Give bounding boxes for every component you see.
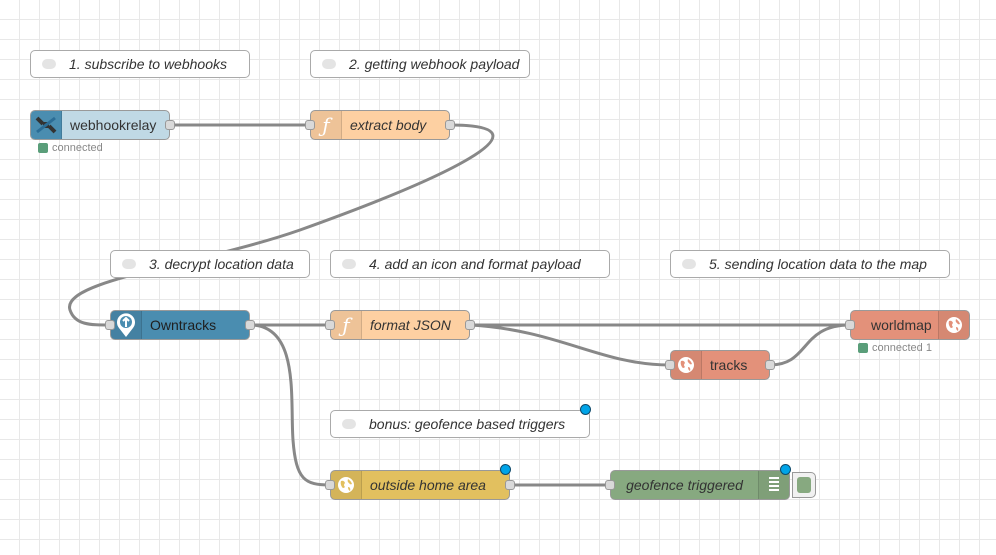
- comment-label: bonus: geofence based triggers: [369, 416, 566, 432]
- output-port[interactable]: [445, 120, 455, 130]
- node-label: geofence triggered: [626, 477, 743, 493]
- node-label: extract body: [350, 117, 427, 133]
- comment-bonus-geofence[interactable]: bonus: geofence based triggers: [330, 410, 590, 438]
- node-geofence-triggered[interactable]: geofence triggered: [605, 470, 790, 500]
- output-port[interactable]: [505, 480, 515, 490]
- input-port[interactable]: [305, 120, 315, 130]
- debug-list-icon: [758, 471, 789, 499]
- debug-toggle-button[interactable]: [792, 472, 816, 498]
- comment-icon: [331, 419, 367, 429]
- node-outside-home-area[interactable]: outside home area: [325, 470, 515, 500]
- status-dot: [858, 343, 868, 353]
- changed-indicator: [500, 464, 511, 475]
- wire-format-json-tracks[interactable]: [469, 323, 671, 367]
- comment-label: 5. sending location data to the map: [709, 256, 927, 272]
- node-label: format JSON: [370, 317, 451, 333]
- changed-indicator: [780, 464, 791, 475]
- comment-icon: [331, 259, 367, 269]
- wire-extract-body-owntracks[interactable]: [68, 123, 495, 327]
- comment-subscribe-webhooks[interactable]: 1. subscribe to webhooks: [30, 50, 250, 78]
- node-format-json[interactable]: ƒ format JSON: [325, 310, 475, 340]
- node-label: Owntracks: [150, 317, 217, 333]
- function-icon: ƒ: [331, 311, 362, 339]
- input-port[interactable]: [665, 360, 675, 370]
- wire-owntracks-outside-home[interactable]: [249, 323, 331, 487]
- globe-icon: [331, 471, 362, 499]
- comment-label: 1. subscribe to webhooks: [69, 56, 227, 72]
- globe-icon: [671, 351, 702, 379]
- input-port[interactable]: [845, 320, 855, 330]
- status-dot: [38, 143, 48, 153]
- comment-icon: [671, 259, 707, 269]
- debug-toggle-indicator: [797, 477, 811, 493]
- wire-tracks-worldmap[interactable]: [769, 323, 851, 367]
- status-webhookrelay: connected: [38, 142, 103, 154]
- input-port[interactable]: [105, 320, 115, 330]
- input-port[interactable]: [325, 320, 335, 330]
- node-worldmap[interactable]: worldmap: [845, 310, 970, 340]
- node-tracks[interactable]: tracks: [665, 350, 775, 380]
- input-port[interactable]: [325, 480, 335, 490]
- comment-label: 2. getting webhook payload: [349, 56, 520, 72]
- comment-icon: [111, 259, 147, 269]
- output-port[interactable]: [765, 360, 775, 370]
- comment-icon: [311, 59, 347, 69]
- node-webhookrelay[interactable]: webhookrelay: [30, 110, 175, 140]
- output-port[interactable]: [465, 320, 475, 330]
- output-port[interactable]: [165, 120, 175, 130]
- comment-add-icon-format[interactable]: 4. add an icon and format payload: [330, 250, 610, 278]
- node-extract-body[interactable]: ƒ extract body: [305, 110, 455, 140]
- node-owntracks[interactable]: Owntracks: [105, 310, 255, 340]
- function-icon: ƒ: [311, 111, 342, 139]
- comment-icon: [31, 59, 67, 69]
- node-label: tracks: [710, 357, 748, 373]
- comment-getting-payload[interactable]: 2. getting webhook payload: [310, 50, 530, 78]
- status-text: connected: [52, 142, 103, 154]
- node-label: outside home area: [370, 477, 486, 493]
- globe-icon: [938, 311, 969, 339]
- node-label: webhookrelay: [70, 117, 157, 133]
- comment-sending-map[interactable]: 5. sending location data to the map: [670, 250, 950, 278]
- comment-label: 3. decrypt location data: [149, 256, 294, 272]
- comment-decrypt-location[interactable]: 3. decrypt location data: [110, 250, 310, 278]
- comment-label: 4. add an icon and format payload: [369, 256, 581, 272]
- changed-indicator: [580, 404, 591, 415]
- node-label: worldmap: [871, 317, 932, 333]
- satellite-icon: [31, 111, 62, 139]
- status-text: connected 1: [872, 342, 932, 354]
- location-pin-icon: [111, 311, 142, 339]
- status-worldmap: connected 1: [858, 342, 932, 354]
- output-port[interactable]: [245, 320, 255, 330]
- input-port[interactable]: [605, 480, 615, 490]
